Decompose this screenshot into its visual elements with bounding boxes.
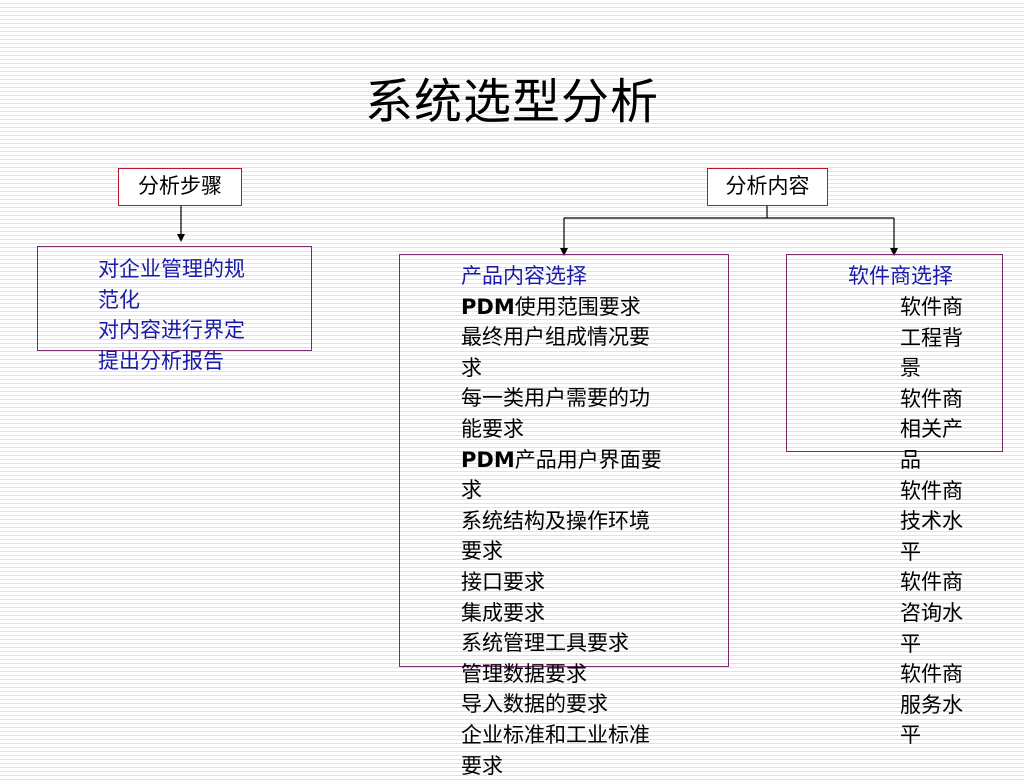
steps-tag: 分析步骤 [118, 168, 242, 206]
vendor-line: 服务水 [900, 690, 963, 721]
product-line: 系统结构及操作环境 [461, 506, 662, 537]
vendor-line: 工程背 [900, 323, 963, 354]
vendor-heading: 软件商选择 [848, 261, 953, 292]
product-line: 管理数据要求 [461, 659, 662, 690]
product-heading: 产品内容选择 [461, 261, 662, 292]
product-line: PDM使用范围要求 [461, 292, 662, 323]
vendor-line: 相关产 [900, 414, 963, 445]
product-line: 能要求 [461, 414, 662, 445]
product-line: 每一类用户需要的功 [461, 383, 662, 414]
step-line: 范化 [98, 285, 245, 316]
product-line: 接口要求 [461, 567, 662, 598]
product-line: 求 [461, 475, 662, 506]
product-text: 产品内容选择 PDM使用范围要求 最终用户组成情况要 求 每一类用户需要的功 能… [461, 261, 662, 781]
vendor-line: 景 [900, 353, 963, 384]
product-line: 企业标准和工业标准 [461, 720, 662, 751]
vendor-line: 平 [900, 629, 963, 660]
product-line: PDM产品用户界面要 [461, 445, 662, 476]
vendor-line: 咨询水 [900, 598, 963, 629]
vendor-line: 技术水 [900, 506, 963, 537]
product-line: 集成要求 [461, 598, 662, 629]
product-line: 最终用户组成情况要 [461, 322, 662, 353]
product-line: 系统管理工具要求 [461, 628, 662, 659]
vendor-text: 软件商 工程背 景 软件商 相关产 品 软件商 技术水 平 软件商 咨询水 平 … [900, 292, 963, 751]
content-tag: 分析内容 [707, 168, 828, 206]
vendor-line: 软件商 [900, 567, 963, 598]
product-line: 要求 [461, 751, 662, 781]
step-line: 对内容进行界定 [98, 315, 245, 346]
vendor-line: 品 [900, 445, 963, 476]
vendor-line: 平 [900, 720, 963, 751]
step-line: 对企业管理的规 [98, 254, 245, 285]
vendor-line: 平 [900, 537, 963, 568]
steps-text: 对企业管理的规 范化 对内容进行界定 提出分析报告 [98, 254, 245, 376]
product-line: 导入数据的要求 [461, 689, 662, 720]
step-line: 提出分析报告 [98, 346, 245, 377]
vendor-line: 软件商 [900, 659, 963, 690]
product-line: 要求 [461, 536, 662, 567]
vendor-line: 软件商 [900, 292, 963, 323]
vendor-line: 软件商 [900, 476, 963, 507]
product-line: 求 [461, 353, 662, 384]
vendor-line: 软件商 [900, 384, 963, 415]
